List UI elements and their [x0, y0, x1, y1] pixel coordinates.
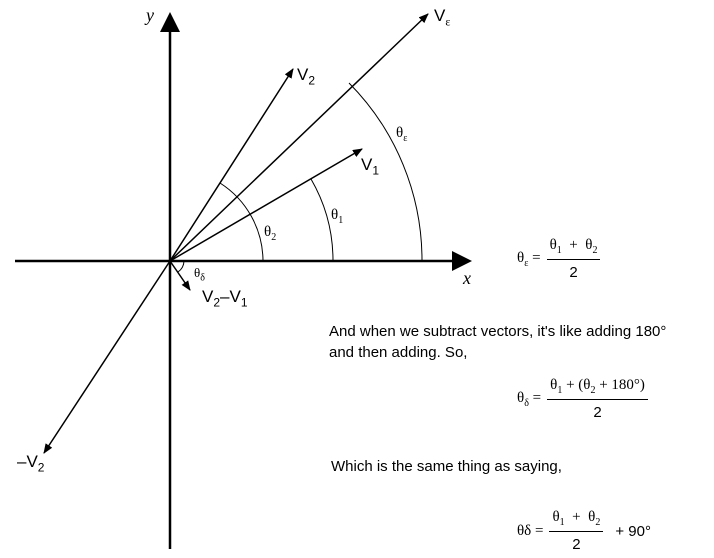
v2-minus-v1-label: V2–V1 [202, 287, 248, 310]
equation-theta-delta: θδ = θ1 + (θ2 + 180°) 2 [517, 377, 648, 421]
y-axis-arrowhead [160, 12, 180, 32]
arc-theta-2 [219, 182, 264, 262]
arc-theta-epsilon [348, 82, 423, 262]
vector-neg-v2 [43, 260, 171, 454]
vector-v-epsilon [169, 13, 429, 262]
theta-1-label: θ1 [331, 207, 344, 226]
x-axis-label: x [463, 268, 471, 288]
theta-2-label: θ2 [264, 224, 277, 243]
vector-v2 [169, 68, 294, 262]
x-axis-arrowhead [452, 251, 472, 271]
arc-theta-delta [177, 260, 185, 273]
vector-v1 [169, 148, 363, 262]
vector-v2-minus-v1 [169, 260, 191, 291]
v2-label: V2 [297, 65, 316, 88]
equation-theta-epsilon: θε = θ1 + θ2 2 [517, 237, 601, 281]
subtract-explanation: And when we subtract vectors, it's like … [329, 323, 667, 361]
arc-theta-1 [310, 178, 334, 262]
y-axis-label: y [146, 5, 154, 25]
v-epsilon-label: Vε [434, 6, 451, 29]
theta-delta-label: θδ [194, 265, 205, 284]
neg-v2-label: –V2 [17, 452, 45, 475]
same-thing-text: Which is the same thing as saying, [331, 458, 562, 475]
theta-epsilon-label: θε [396, 125, 408, 144]
v1-label: V1 [361, 155, 380, 178]
equation-theta-delta-simplified: θδ = θ1 + θ2 2 + 90° [517, 509, 651, 553]
